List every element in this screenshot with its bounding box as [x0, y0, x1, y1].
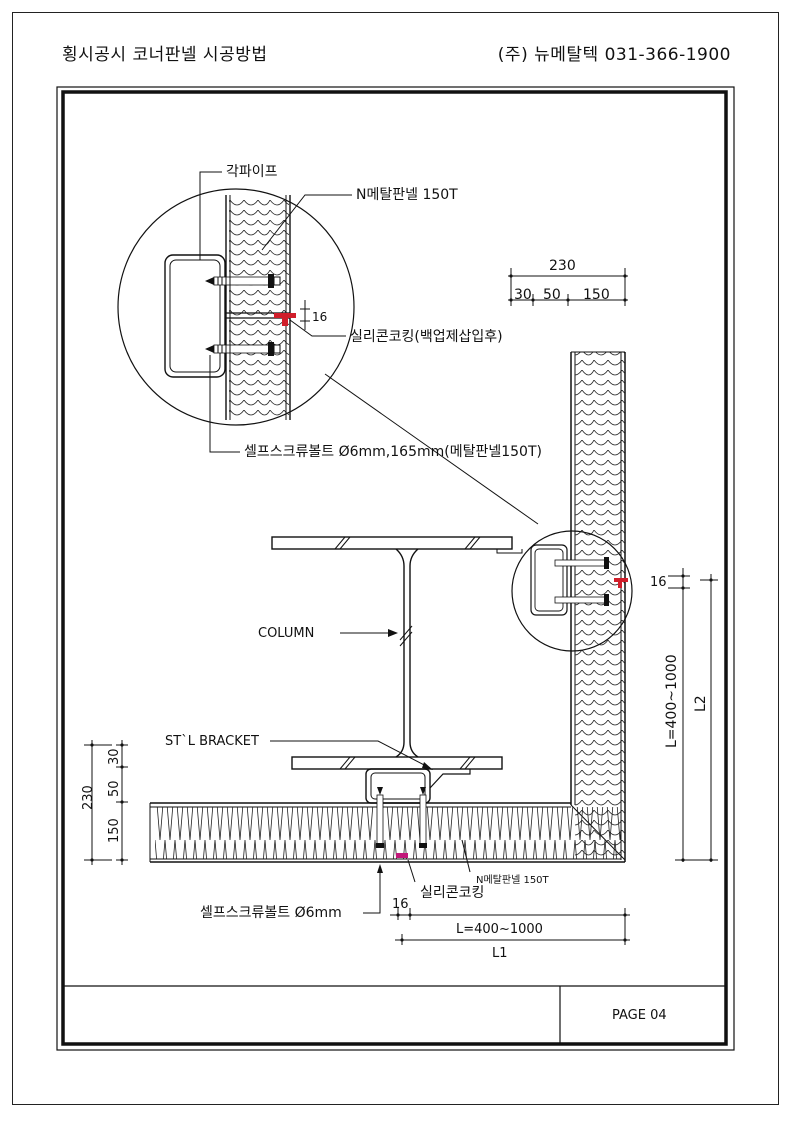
dim-230-left: 230: [81, 785, 96, 810]
label-bracket: ST`L BRACKET: [165, 734, 259, 749]
label-silicone: 실리콘코킹: [420, 885, 484, 901]
dim-l2: L2: [693, 695, 709, 712]
vertical-panel: [570, 351, 626, 862]
label-column: COLUMN: [258, 626, 314, 641]
drawing-title: 횡시공시 코너판넬 시공방법: [62, 45, 268, 65]
dim-l1: L1: [492, 946, 508, 961]
label-panel-small: N메탈판넬 150T: [476, 873, 550, 886]
label-screw-bolt-small: 셀프스크류볼트 Ø6mm: [200, 905, 342, 921]
left-dimensions: [84, 740, 128, 865]
label-screw-bolt: 셀프스크류볼트 Ø6mm,165mm(메탈판넬150T): [244, 444, 542, 460]
leader-panel: [261, 194, 352, 251]
top-dimension: [508, 268, 628, 306]
dim-150-top: 150: [583, 287, 610, 303]
label-panel: N메탈판넬 150T: [356, 187, 458, 203]
outer-frame: [56, 86, 735, 1051]
column-h-beam: [271, 536, 513, 770]
dim-range-horizontal: L=400~1000: [456, 922, 543, 937]
page-number: PAGE 04: [612, 1008, 667, 1023]
screw-lower: [205, 342, 281, 356]
dim-230-top: 230: [549, 258, 576, 274]
label-silicone-backup: 실리콘코킹(백업제삽입후): [350, 329, 503, 345]
silicone-mark-bottom: [396, 853, 408, 858]
dim-16-bottom: 16: [392, 897, 409, 912]
dim-range-vertical: L=400~1000: [664, 654, 680, 748]
company-contact: (주) 뉴메탈텍 031-366-1900: [497, 45, 731, 65]
screw-upper: [205, 274, 281, 288]
dim-50-top: 50: [543, 287, 561, 303]
dim-30-top: 30: [514, 287, 532, 303]
bottom-dimensions: [390, 908, 630, 945]
dim-16-right: 16: [650, 575, 667, 590]
horizontal-panel: [149, 802, 625, 863]
leader-square-pipe: [199, 171, 222, 260]
dim-16-detail: 16: [312, 310, 327, 324]
dim-30-left: 30: [107, 748, 122, 765]
detail-circle: [117, 188, 355, 426]
leader-screw-bolt: [209, 355, 240, 453]
right-dimensions: [668, 568, 718, 862]
silicone-caulking-mark: [274, 313, 296, 326]
detail-callout-line: [324, 373, 539, 525]
bottom-bracket: [365, 768, 471, 858]
small-detail-circle: [511, 530, 633, 652]
dim-150-left: 150: [107, 818, 122, 843]
drawing-sheet: [12, 12, 779, 1105]
label-square-pipe: 각파이프: [226, 164, 278, 180]
dim-50-left: 50: [107, 780, 122, 797]
inner-frame: [61, 90, 728, 1046]
leader-silicone-backup: [289, 319, 346, 337]
